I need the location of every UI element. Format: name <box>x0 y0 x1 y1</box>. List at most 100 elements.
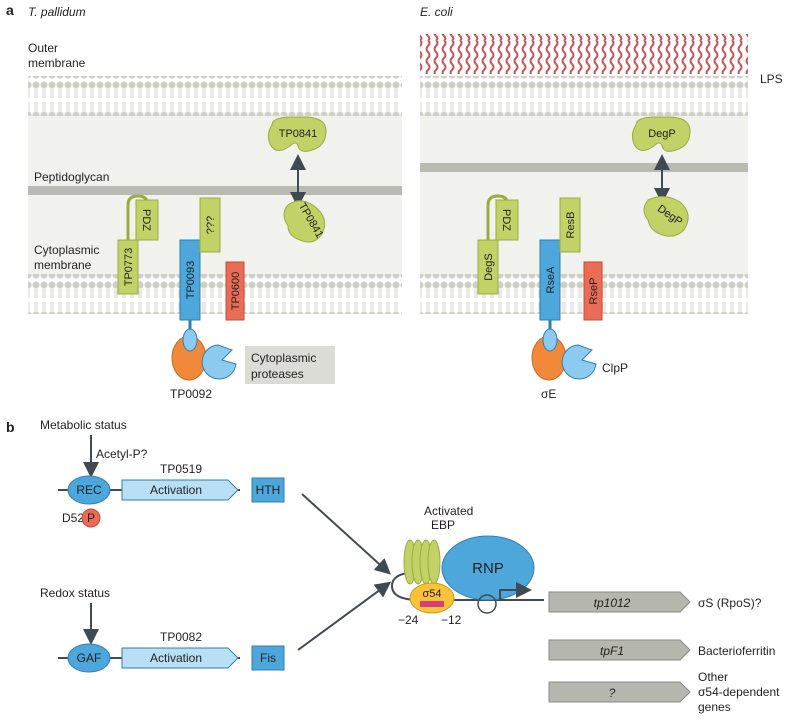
tp0519-label: TP0519 <box>160 462 202 476</box>
clpp-icon <box>561 344 597 380</box>
rsea-label: RseA <box>545 266 557 294</box>
cytoplasmic-proteases-label-2: proteases <box>251 367 304 381</box>
gene-row-tpf1: tpF1 Bacterioferritin <box>548 639 775 661</box>
cytoplasmic-membrane-left <box>28 274 402 314</box>
outer-membrane-right <box>420 76 748 116</box>
cytoplasmic-membrane-label-2: membrane <box>34 258 92 272</box>
rsep-label: RseP <box>588 278 600 305</box>
degp-bottom-protein: DegP <box>643 196 689 237</box>
degs-box <box>477 239 499 295</box>
activation-arrow-1 <box>121 479 239 501</box>
outer-membrane-left <box>28 76 402 116</box>
lps-label: LPS <box>760 72 783 86</box>
transcription-arrow <box>499 582 532 600</box>
gaf-domain <box>67 643 111 673</box>
gene-product-3-line-2: σ54-dependent <box>698 685 780 699</box>
sigma-e-label: σE <box>541 387 556 401</box>
gene-row-other: ? Other σ54-dependent genes <box>548 670 783 714</box>
degs-label: DegS <box>483 253 495 281</box>
resb-box <box>559 197 581 253</box>
fis-box <box>251 645 285 671</box>
tp0092-head <box>182 328 198 352</box>
gene-arrow-1 <box>548 591 691 613</box>
gene-product-3-line-3: genes <box>698 700 731 714</box>
resb-label: ResB <box>565 212 577 239</box>
gaf-label: GAF <box>77 651 102 665</box>
pdz-box-right <box>495 199 519 241</box>
fis-to-ebp-arrow <box>297 581 392 651</box>
peptidoglycan-label: Peptidoglycan <box>34 170 109 184</box>
hth-to-ebp-arrow <box>301 493 391 575</box>
degp-top-label: DegP <box>648 128 676 140</box>
phosphate-label: P <box>87 511 95 525</box>
fis-label: Fis <box>260 651 276 665</box>
hth-box <box>251 477 285 503</box>
pdz-label-left: PDZ <box>140 209 152 231</box>
metabolic-status-label: Metabolic status <box>40 418 127 432</box>
activation-arrow-2 <box>121 647 239 669</box>
peptidoglycan-left <box>28 186 402 195</box>
activation-label-1: Activation <box>150 483 202 497</box>
tp0600-label: TP0600 <box>230 272 242 311</box>
tp0841-top-label: TP0841 <box>279 128 318 140</box>
ecoli-title: E. coli <box>420 5 453 19</box>
panel-a-right: E. coli LPS DegP DegP DegS PDZ RseA ResB… <box>420 5 783 401</box>
minus24-label: −24 <box>398 613 419 627</box>
tp0841-top-protein: TP0841 <box>267 116 327 152</box>
cytoplasmic-proteases-label: Cytoplasmic proteases <box>251 351 320 381</box>
gene-row-tp1012: tp1012 σS (RpoS)? <box>548 591 762 613</box>
outer-membrane-label-1: Outer <box>28 41 58 55</box>
cytoplasmic-proteases-label-1: Cytoplasmic <box>251 351 316 365</box>
sigma-e-head <box>542 328 558 352</box>
d52-label: D52 <box>62 511 84 525</box>
tp0092-label: TP0092 <box>170 387 212 401</box>
ebp-hexamer <box>403 539 441 585</box>
panel-a-left: T. pallidum Outer membrane Peptidoglycan… <box>28 5 402 401</box>
gene-name-1: tp1012 <box>594 596 631 610</box>
sigma54-bar <box>420 601 444 607</box>
periplasm-right <box>420 116 748 274</box>
gene-product-2: Bacterioferritin <box>698 644 775 658</box>
rec-label: REC <box>76 483 102 497</box>
cytoplasmic-membrane-label-1: Cytoplasmic <box>34 243 99 257</box>
gene-arrow-3 <box>548 681 691 703</box>
activated-ebp-label-1: Activated <box>424 504 473 518</box>
sigma54-label: σ54 <box>422 588 441 600</box>
gene-product-1: σS (RpoS)? <box>698 596 762 610</box>
transcription-start-circle <box>477 594 497 614</box>
redox-status-label: Redox status <box>40 586 110 600</box>
gene-arrow-2 <box>548 639 691 661</box>
acetyl-p-label: Acetyl-P? <box>96 447 148 461</box>
gene-name-3: ? <box>609 686 616 700</box>
rnp-ellipse <box>441 535 535 601</box>
tp0600-box <box>225 261 245 321</box>
lps-layer <box>420 34 748 74</box>
gene-product-3-line-1: Other <box>698 670 728 684</box>
tp0082-label: TP0082 <box>160 630 202 644</box>
unknown-label: ??? <box>205 216 217 234</box>
panel-b-letter: b <box>6 419 15 435</box>
rsep-box <box>583 261 603 321</box>
rnp-label: RNP <box>472 560 504 577</box>
cytoplasmic-proteases-box <box>245 346 335 384</box>
gene-name-2: tpF1 <box>600 644 624 658</box>
peptidoglycan-right <box>420 163 748 172</box>
outer-membrane-label: Outer membrane <box>28 41 86 70</box>
cytoplasmic-membrane-label: Cytoplasmic membrane <box>34 243 103 272</box>
activated-ebp-label: Activated EBP <box>424 504 477 532</box>
tp0773-box <box>117 239 139 295</box>
panel-a-letter: a <box>6 2 14 18</box>
outer-membrane-label-2: membrane <box>28 56 86 70</box>
activation-label-2: Activation <box>150 651 202 665</box>
hth-label: HTH <box>256 483 281 497</box>
degp-top-protein: DegP <box>631 116 691 152</box>
tpallidum-title: T. pallidum <box>28 5 86 19</box>
rec-domain <box>67 475 111 505</box>
clpp-label: ClpP <box>602 361 628 375</box>
phosphate-icon <box>81 508 101 528</box>
tp0093-label: TP0093 <box>185 261 197 300</box>
pdz-label-right: PDZ <box>500 209 512 231</box>
unknown-box <box>199 197 221 253</box>
gene-product-3: Other σ54-dependent genes <box>698 670 783 714</box>
